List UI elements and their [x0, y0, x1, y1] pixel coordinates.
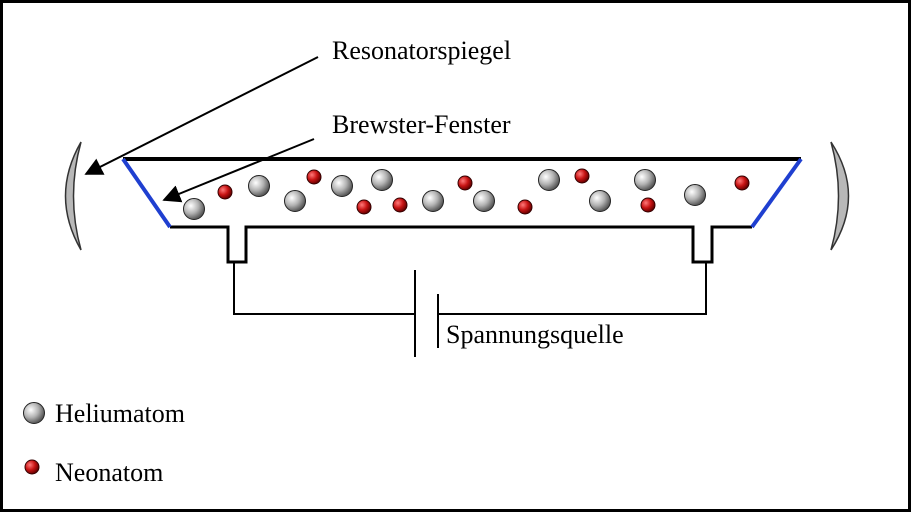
helium-atom-icon [183, 198, 205, 220]
neon-atoms [217, 168, 750, 215]
neon-atom-icon [640, 197, 656, 213]
window-arrow [162, 138, 315, 203]
left-mirror-icon [64, 141, 82, 251]
neon-atom-icon [457, 175, 473, 191]
helium-atom-icon [684, 184, 706, 206]
helium-atom-icon [473, 190, 495, 212]
helium-atom-icon [331, 175, 353, 197]
mirror-arrow [84, 56, 319, 175]
helium-atom-icon [248, 175, 270, 197]
helium-atom-icon [538, 169, 560, 191]
helium-atom-icon [284, 190, 306, 212]
helium-atom-icon [422, 190, 444, 212]
neon-atom-icon [356, 199, 372, 215]
legend-helium-icon [23, 402, 45, 424]
right-brewster-window [750, 157, 803, 229]
neon-atom-icon [734, 175, 750, 191]
left-brewster-window [121, 157, 172, 229]
legend: Heliumatom Neonatom [23, 399, 185, 487]
right-mirror-icon [830, 141, 850, 251]
window-label: Brewster-Fenster [332, 110, 511, 139]
neon-atom-icon [217, 184, 233, 200]
helium-atom-icon [634, 169, 656, 191]
helium-atom-icon [589, 190, 611, 212]
legend-neon-icon [24, 459, 40, 475]
legend-helium-label: Heliumatom [55, 399, 185, 428]
helium-atom-icon [371, 169, 393, 191]
circuit-wire [233, 262, 707, 315]
source-label: Spannungsquelle [446, 320, 624, 349]
neon-atom-icon [392, 197, 408, 213]
neon-atom-icon [306, 169, 322, 185]
tube-bottom-wall [170, 225, 752, 264]
neon-atom-icon [517, 199, 533, 215]
mirror-label: Resonatorspiegel [332, 36, 511, 65]
neon-atom-icon [574, 168, 590, 184]
legend-neon-label: Neonatom [55, 458, 163, 487]
helium-atoms [183, 169, 706, 220]
